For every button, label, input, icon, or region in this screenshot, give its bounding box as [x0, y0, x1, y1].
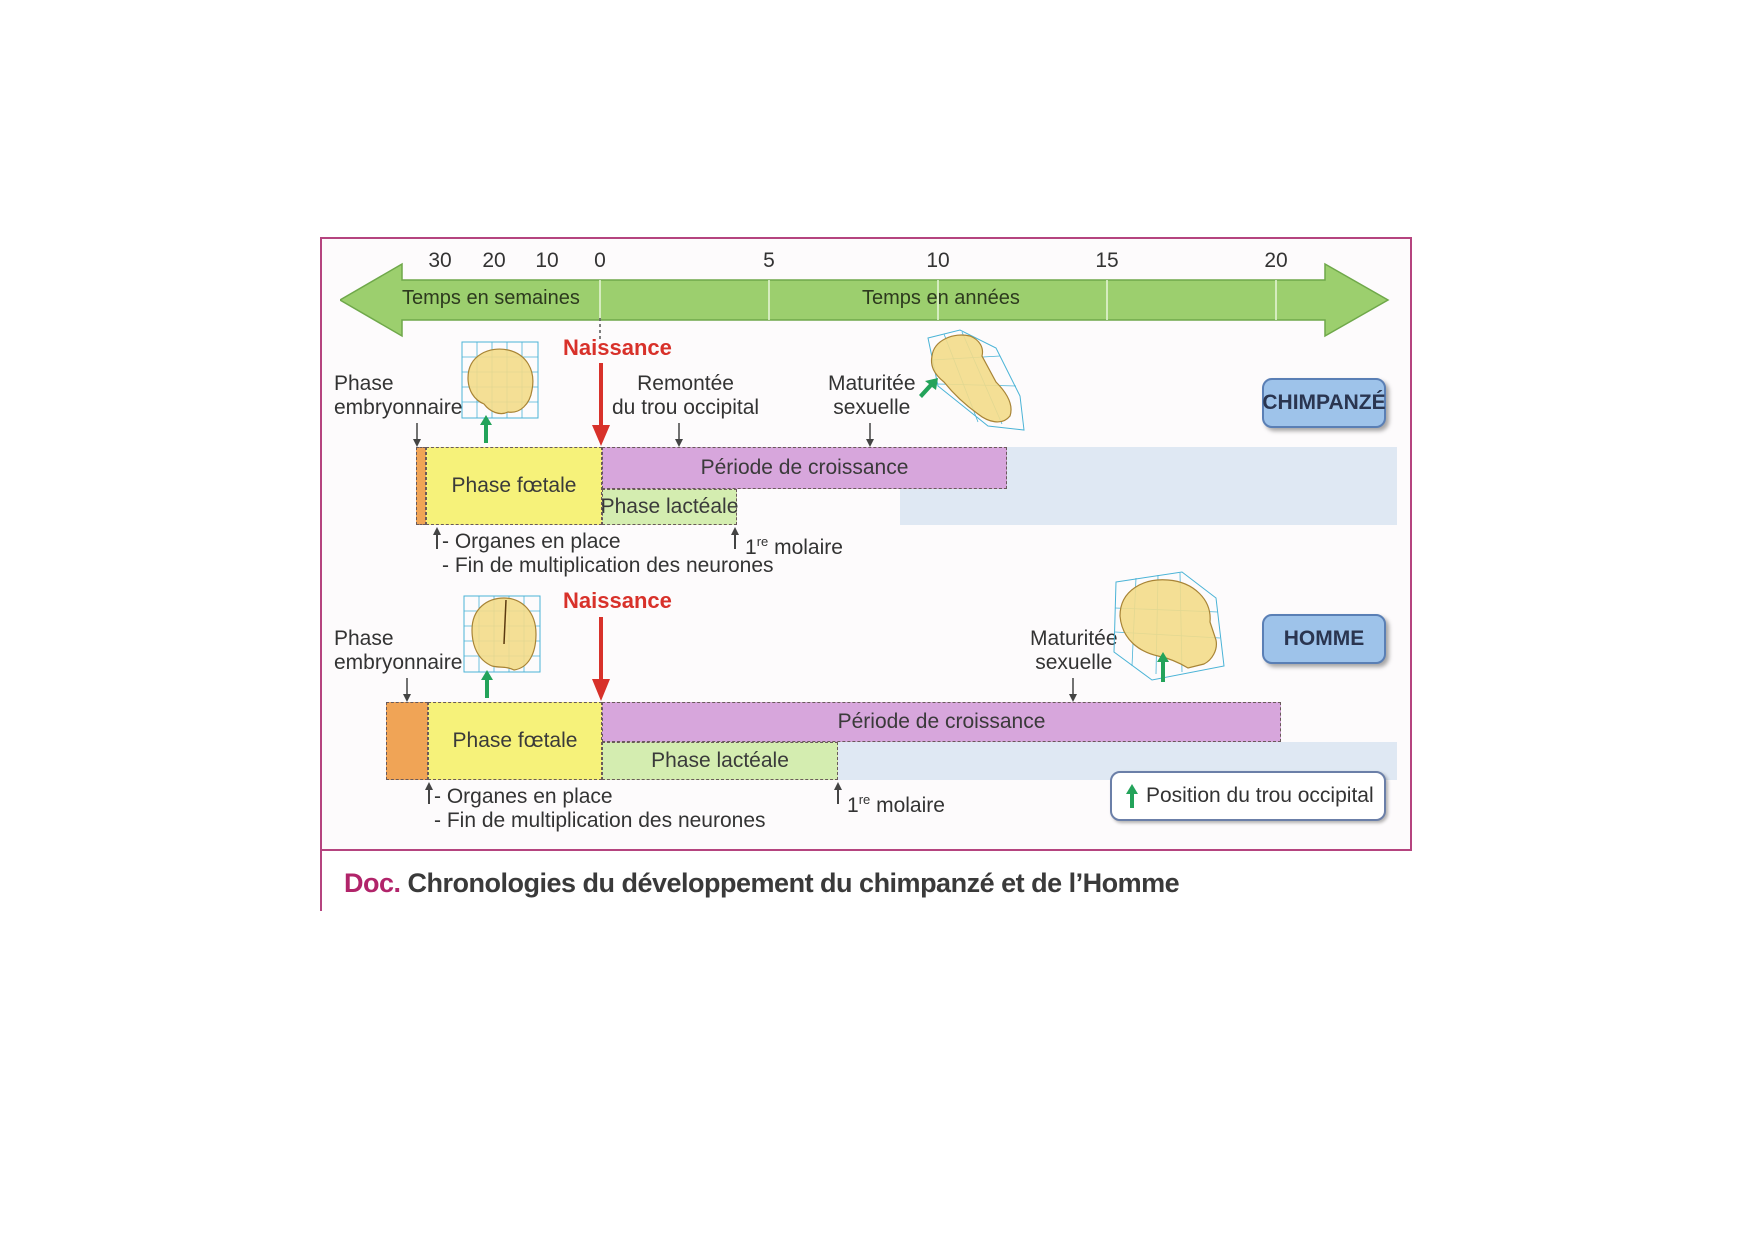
human-embryo-label: Phase embryonnaire: [334, 627, 462, 675]
document-caption: Doc. Chronologies du développement du ch…: [344, 868, 1180, 899]
chimp-foetal-bar: Phase fœtale: [426, 447, 602, 525]
chimp-organs-label: - Organes en place: [442, 530, 621, 553]
axis-label-weeks: Temps en semaines: [402, 287, 580, 309]
chimp-foramen-label-line1: Remontée: [637, 372, 734, 395]
chimp-maturity-label-line1: Maturitée: [828, 372, 916, 395]
human-embryo-label-line2: embryonnaire: [334, 651, 463, 674]
human-molar-pointer-icon: [834, 782, 842, 804]
tick-year-10: 10: [926, 249, 950, 272]
chimp-birth-arrow: [592, 363, 610, 446]
chimp-foramen-label: Remontée du trou occipital: [612, 372, 759, 420]
tick-year-15: 15: [1095, 249, 1119, 272]
chimp-maturity-label: Maturitée sexuelle: [828, 372, 916, 420]
human-lactation-bar: Phase lactéale: [602, 742, 838, 780]
chimp-neurons-label: - Fin de multiplication des neurones: [442, 554, 774, 577]
human-growth-bar: Période de croissance: [602, 702, 1281, 742]
human-embryo-bar: [386, 702, 428, 780]
chimp-foramen-label-line2: du trou occipital: [612, 396, 760, 419]
human-foetal-bar: Phase fœtale: [428, 702, 602, 780]
legend-label: Position du trou occipital: [1146, 784, 1374, 807]
chimp-maturity-pointer-icon: [866, 423, 874, 447]
human-adult-skull-icon: [1113, 571, 1225, 681]
green-up-arrow-icon: [1126, 784, 1138, 808]
axis-label-years: Temps en années: [862, 287, 1020, 309]
human-birth-arrow: [592, 617, 610, 701]
tick-week-0: 0: [594, 249, 606, 272]
chimp-growth-bar: Période de croissance: [602, 447, 1007, 489]
frame-left-edge: [320, 849, 322, 911]
birth-dashed-line: [599, 318, 601, 342]
tick-year-20: 20: [1264, 249, 1288, 272]
tick-year-5: 5: [763, 249, 775, 272]
human-birth-label: Naissance: [563, 588, 672, 613]
chimp-molar-sup: re: [756, 534, 769, 549]
human-maturity-label: Maturitée sexuelle: [1030, 627, 1118, 675]
chimp-adult-skull-icon: [927, 329, 1025, 431]
human-foetal-foramen-arrow-icon: [481, 670, 493, 698]
chimp-molar-label: 1re molaire: [745, 530, 843, 560]
chimp-lactation-bar: Phase lactéale: [601, 489, 738, 525]
chimp-embryo-bar: [416, 447, 426, 525]
human-adult-foramen-arrow-icon: [1157, 652, 1169, 682]
chimp-molar-pointer-icon: [731, 527, 739, 549]
chimp-adult-foramen-arrow-icon: [919, 378, 938, 398]
caption-prefix: Doc.: [344, 868, 401, 898]
human-molar-num: 1: [847, 794, 859, 817]
chimp-embryo-label: Phase embryonnaire: [334, 372, 462, 420]
chimp-embryo-pointer-icon: [413, 423, 421, 447]
chimp-foramen-pointer-icon: [675, 423, 683, 447]
species-badge-chimpanze: CHIMPANZÉ: [1262, 378, 1386, 428]
human-foetal-skull-icon: [463, 595, 541, 673]
legend-box: Position du trou occipital: [1110, 771, 1386, 821]
human-molar-text: molaire: [870, 794, 945, 817]
human-embryo-pointer-icon: [403, 678, 411, 702]
human-neurons-label: - Fin de multiplication des neurones: [434, 809, 766, 832]
tick-week-10: 10: [535, 249, 559, 272]
time-axis-arrow: [340, 262, 1390, 338]
human-organs-pointer-icon: [425, 782, 433, 804]
human-maturity-pointer-icon: [1069, 678, 1077, 702]
human-embryo-label-line1: Phase: [334, 627, 394, 650]
chimp-maturity-label-line2: sexuelle: [833, 396, 911, 419]
axis-arrow-shape: [340, 262, 1390, 338]
chimp-birth-label: Naissance: [563, 335, 672, 360]
tick-week-30: 30: [428, 249, 452, 272]
frame-divider: [320, 849, 1410, 851]
caption-title: Chronologies du développement du chimpan…: [407, 868, 1180, 898]
chimp-foetal-skull-icon: [461, 341, 539, 419]
species-badge-homme: HOMME: [1262, 614, 1386, 664]
human-maturity-label-line1: Maturitée: [1030, 627, 1118, 650]
chimp-organs-pointer-icon: [433, 527, 441, 549]
chimp-embryo-label-line1: Phase: [334, 372, 394, 395]
chimp-foetal-foramen-arrow-icon: [480, 415, 492, 443]
human-molar-sup: re: [858, 792, 871, 807]
human-molar-label: 1re molaire: [847, 788, 945, 818]
chimp-embryo-label-line2: embryonnaire: [334, 396, 463, 419]
chimp-molar-text: molaire: [768, 536, 843, 559]
tick-week-20: 20: [482, 249, 506, 272]
chimp-molar-num: 1: [745, 536, 757, 559]
human-maturity-label-line2: sexuelle: [1035, 651, 1113, 674]
human-organs-label: - Organes en place: [434, 785, 613, 808]
